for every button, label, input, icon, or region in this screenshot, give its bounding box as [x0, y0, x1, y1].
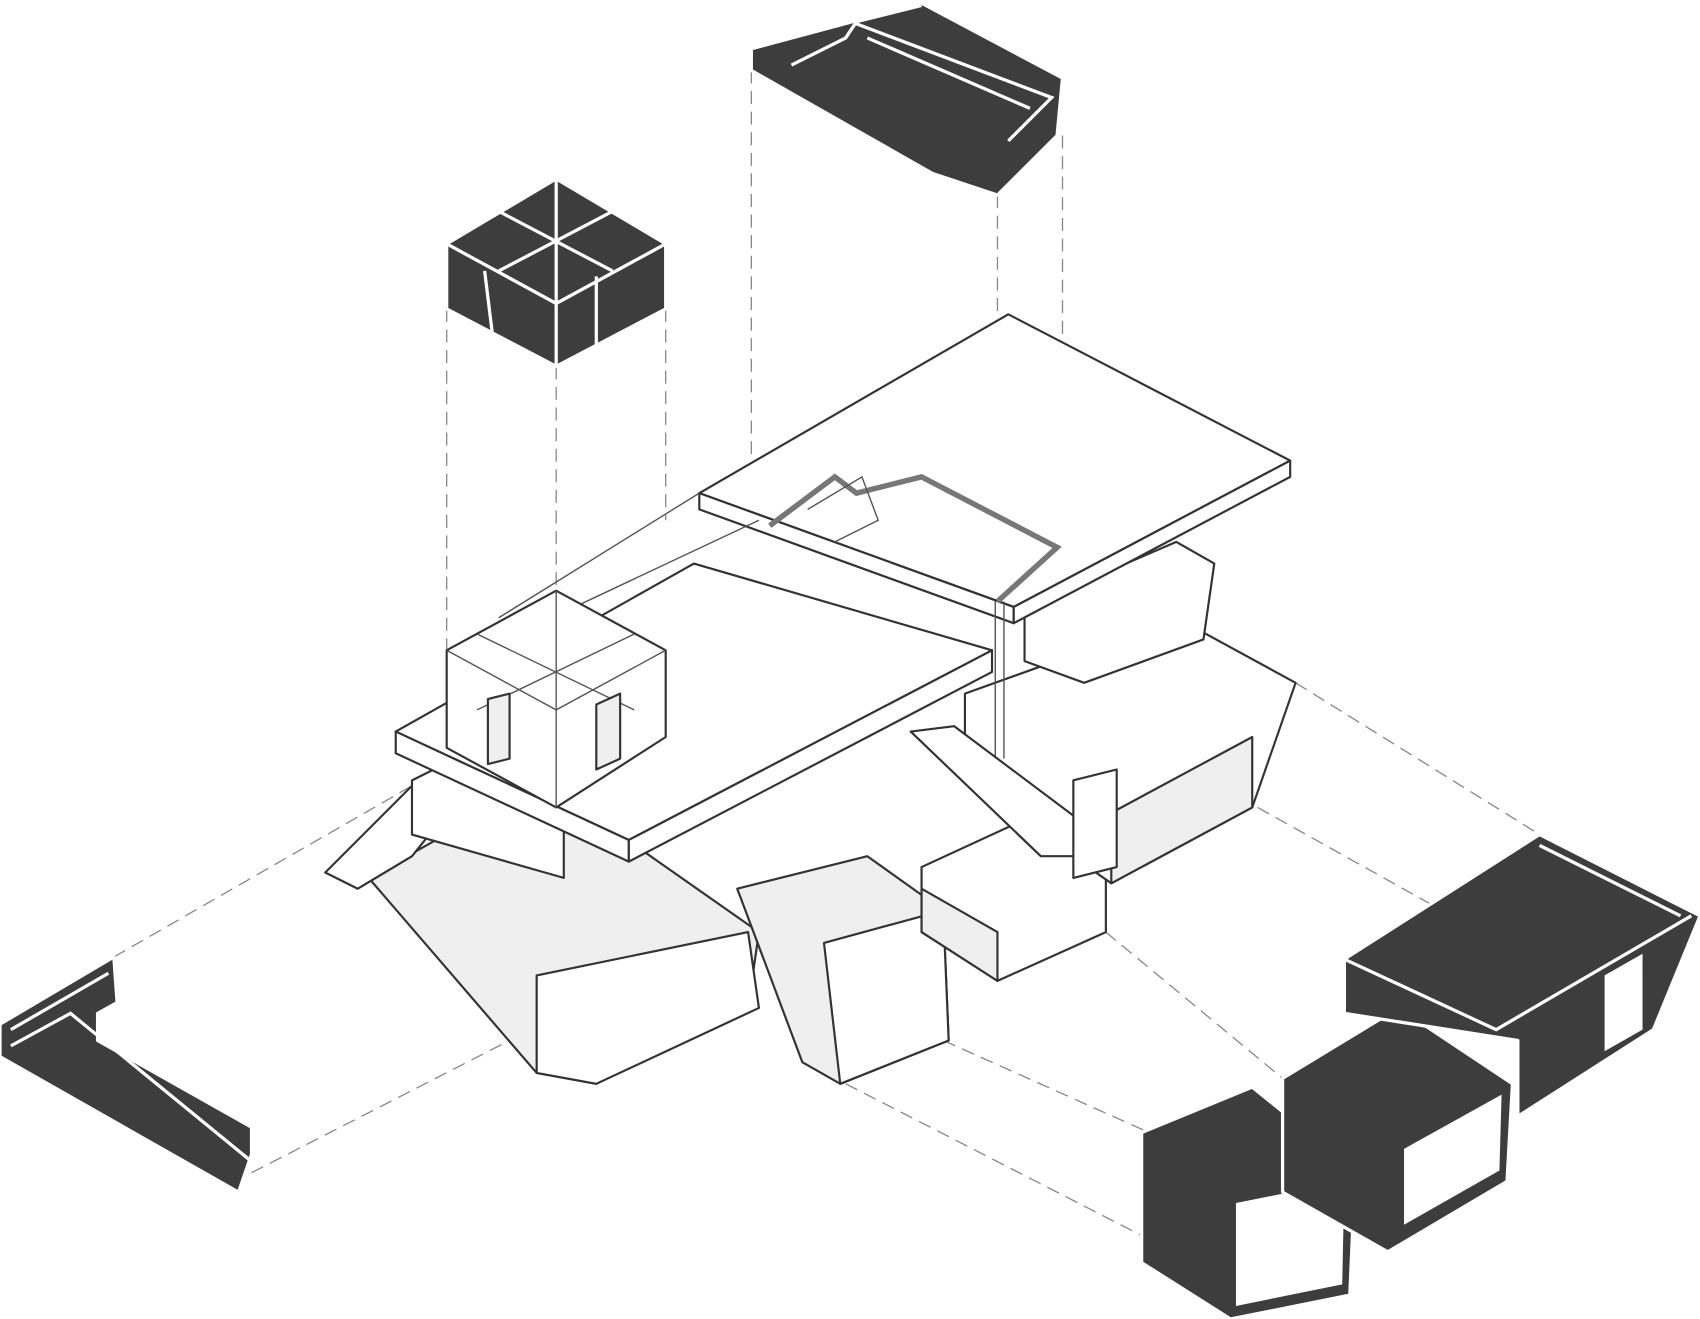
exploded-roof-with-stair — [749, 1, 1065, 197]
main-building — [324, 313, 1297, 1085]
box-opening — [1404, 1094, 1502, 1225]
garage-window — [1604, 953, 1643, 1052]
exploded-garage-volume — [1342, 832, 1700, 1118]
exploded-skylight-cube — [445, 177, 668, 368]
exploded-cantilever-beam — [0, 955, 254, 1194]
